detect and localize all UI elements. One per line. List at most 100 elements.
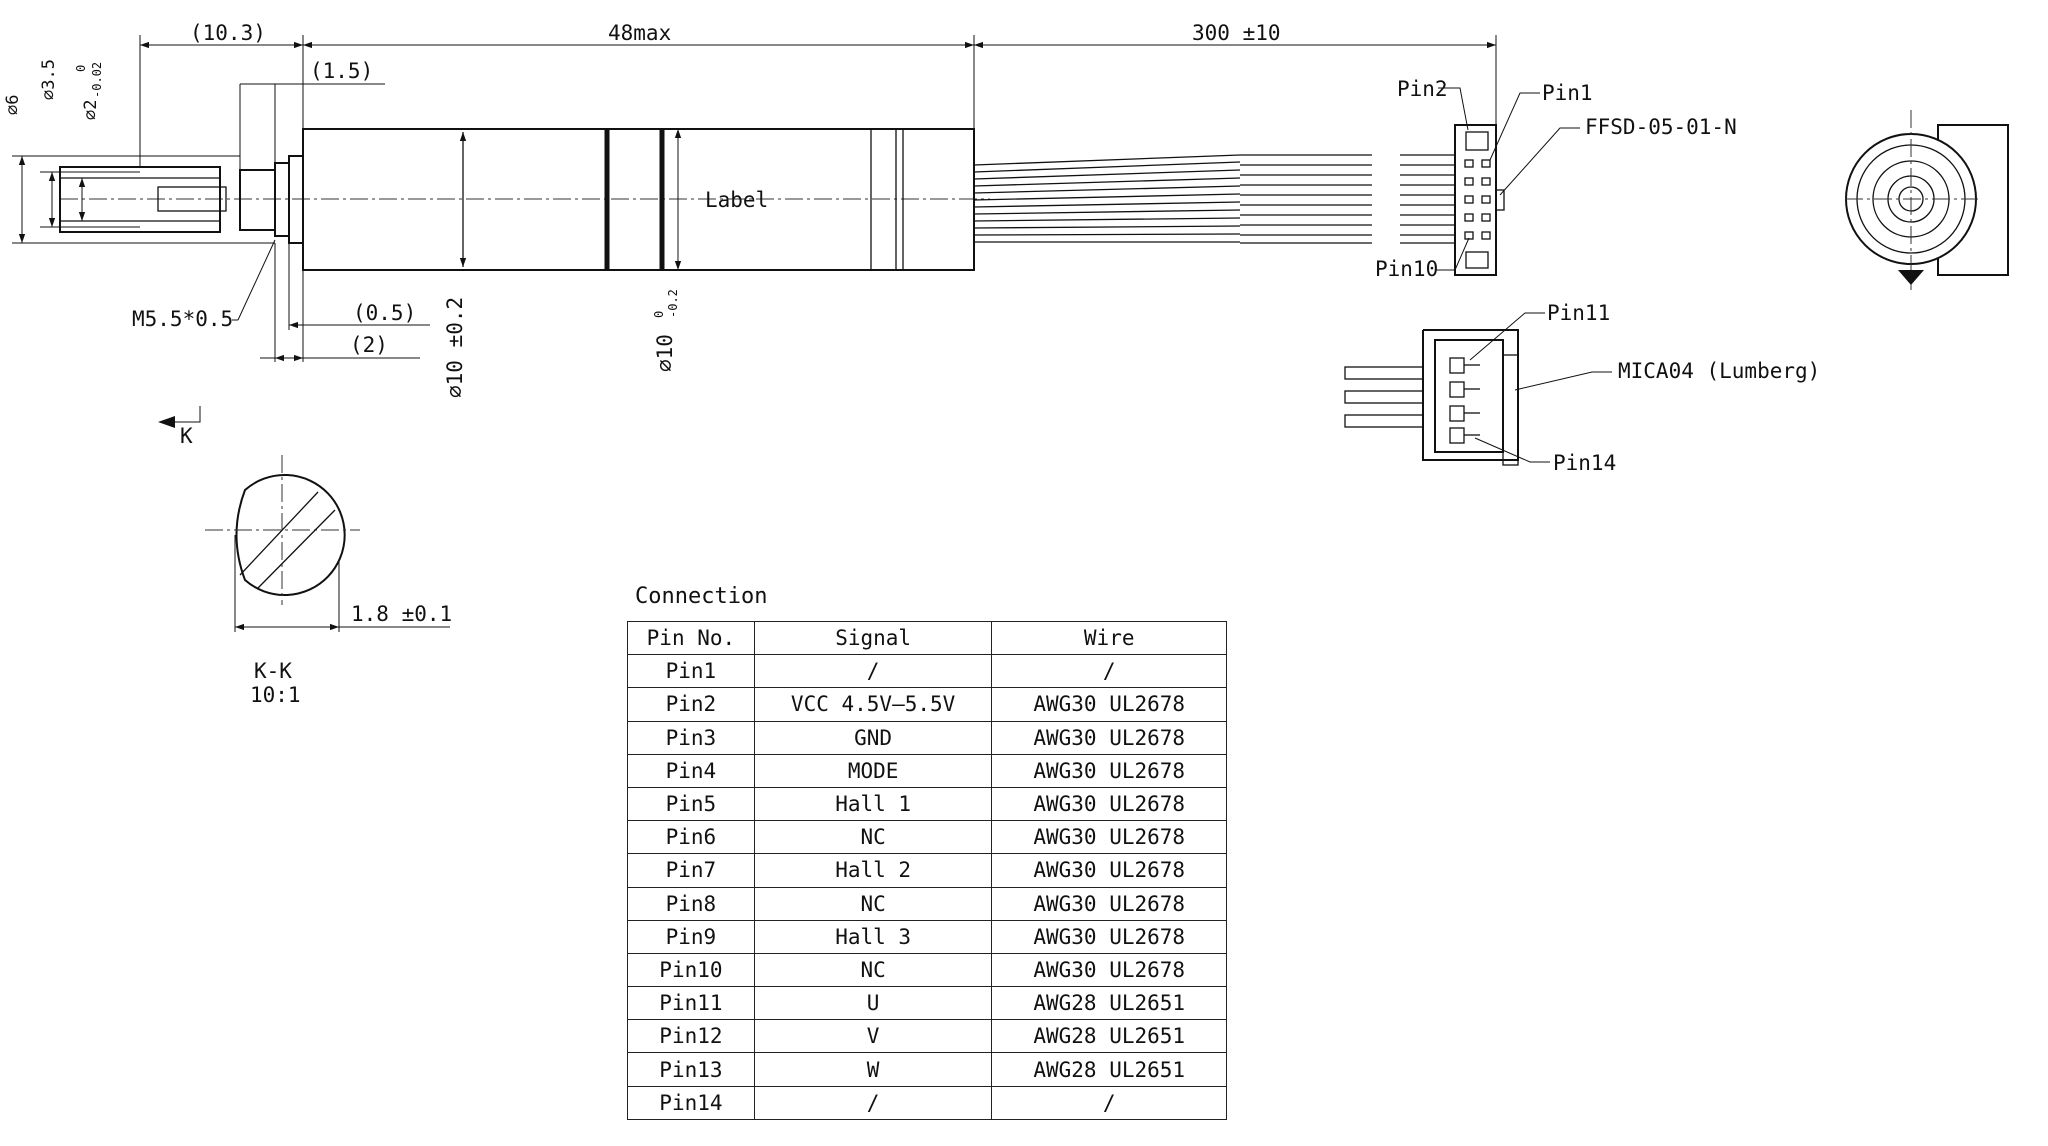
pin-cell: Pin8 — [627, 886, 755, 921]
section-scale: 10:1 — [250, 683, 301, 707]
dim-bearing-width: (2) — [350, 333, 388, 357]
pin-cell: Pin6 — [627, 820, 755, 855]
signal-cell: W — [753, 1052, 993, 1087]
ffsd-callout: FFSD-05-01-N — [1585, 115, 1737, 139]
wire-cell: AWG28 UL2651 — [991, 986, 1227, 1021]
signal-cell: NC — [753, 952, 993, 988]
dim-body-diameter: ∅10 ±0.2 — [443, 297, 467, 398]
signal-cell: U — [753, 986, 993, 1021]
pin-cell: Pin1 — [627, 654, 755, 689]
wire-bundle — [973, 154, 1455, 244]
signal-cell: MODE — [753, 753, 993, 788]
header-pin-no: Pin No. — [627, 620, 755, 656]
pin14-callout: Pin14 — [1553, 451, 1616, 475]
wire-cell: / — [991, 1085, 1227, 1120]
dim-flat-depth: 1.8 ±0.1 — [351, 602, 452, 626]
pin-cell: Pin4 — [627, 753, 755, 788]
signal-cell: Hall 3 — [753, 919, 993, 954]
signal-cell: NC — [753, 886, 993, 921]
label-marking: Label — [705, 188, 768, 212]
signal-cell: GND — [753, 720, 993, 755]
dim-body-length: 48max — [608, 21, 671, 45]
dim-diameter-2: ∅2 — [81, 100, 101, 120]
signal-cell: / — [753, 654, 993, 689]
wire-cell: AWG28 UL2651 — [991, 1052, 1227, 1087]
dim-label-diameter-tol-lower: -0.2 — [666, 289, 680, 318]
dim-shaft-length: (10.3) — [190, 21, 266, 45]
mica-connector: Pin11 MICA04 (Lumberg) Pin14 — [1344, 301, 1820, 475]
section-k-arrow: K — [158, 406, 201, 448]
pin2-callout: Pin2 — [1397, 77, 1448, 101]
wire-cell: / — [991, 654, 1227, 689]
wire-cell: AWG30 UL2678 — [991, 786, 1227, 822]
section-k-k: 1.8 ±0.1 K-K 10:1 — [205, 455, 452, 707]
shaft-cross-section — [235, 474, 346, 596]
motor-side-view: Label — [59, 128, 1455, 271]
dim-diameter-2-tol-upper: 0 — [74, 65, 88, 72]
wire-cell: AWG30 UL2678 — [991, 853, 1227, 888]
dim-diameter-2-tol-lower: -0.02 — [90, 62, 104, 98]
wire-cell: AWG30 UL2678 — [991, 919, 1227, 954]
thread-spec: M5.5*0.5 — [132, 307, 233, 331]
wire-cell: AWG30 UL2678 — [991, 820, 1227, 855]
signal-cell: / — [753, 1085, 993, 1120]
dim-label-diameter: ∅10 — [653, 334, 677, 372]
pin10-callout: Pin10 — [1375, 257, 1438, 281]
table-row: Pin1// — [627, 654, 1227, 689]
pin-cell: Pin2 — [627, 687, 755, 722]
pin1-callout: Pin1 — [1542, 81, 1593, 105]
signal-cell: V — [753, 1019, 993, 1054]
signal-cell: Hall 2 — [753, 853, 993, 888]
wire-cell: AWG28 UL2651 — [991, 1019, 1227, 1054]
section-name: K-K — [254, 659, 292, 683]
pin-cell: Pin14 — [627, 1085, 755, 1120]
pin-cell: Pin10 — [627, 952, 755, 988]
header-signal: Signal — [753, 620, 993, 656]
pin-cell: Pin13 — [627, 1052, 755, 1087]
pin11-callout: Pin11 — [1547, 301, 1610, 325]
wire-cell: AWG30 UL2678 — [991, 687, 1227, 722]
signal-cell: NC — [753, 820, 993, 855]
mica-callout: MICA04 (Lumberg) — [1618, 359, 1820, 383]
signal-cell: VCC 4.5V–5.5V — [753, 687, 993, 722]
pin-cell: Pin9 — [627, 919, 755, 954]
wire-cell: AWG30 UL2678 — [991, 720, 1227, 755]
dim-wire-length: 300 ±10 — [1192, 21, 1281, 45]
connection-table-title: Connection — [635, 584, 768, 609]
signal-cell: Hall 1 — [753, 786, 993, 822]
pin-cell: Pin7 — [627, 853, 755, 888]
pin-cell: Pin11 — [627, 986, 755, 1021]
pin-cell: Pin12 — [627, 1019, 755, 1054]
wire-cell: AWG30 UL2678 — [991, 753, 1227, 788]
dim-diameter-6: ∅6 — [3, 95, 23, 115]
motor-end-view — [1845, 110, 2009, 290]
header-wire: Wire — [991, 620, 1227, 656]
table-row: Pin14// — [627, 1085, 1227, 1120]
table-header-row: Pin No. Signal Wire — [627, 620, 1227, 656]
pin-cell: Pin3 — [627, 720, 755, 755]
wire-cell: AWG30 UL2678 — [991, 886, 1227, 921]
dim-diameter-3-5: ∅3.5 — [39, 59, 59, 100]
top-dimensions: (10.3) 48max 300 ±10 (1.5) ∅6 ∅3.5 ∅2 0 … — [3, 21, 1497, 398]
dim-label-diameter-tol-upper: 0 — [652, 311, 666, 318]
pin-cell: Pin5 — [627, 786, 755, 822]
shaft-flat — [157, 186, 227, 212]
ffsd-connector: Pin2 Pin1 FFSD-05-01-N Pin10 — [1375, 77, 1737, 281]
wire-cell: AWG30 UL2678 — [991, 952, 1227, 988]
section-arrow-label: K — [180, 424, 193, 448]
dim-flange-gap: (1.5) — [310, 59, 373, 83]
